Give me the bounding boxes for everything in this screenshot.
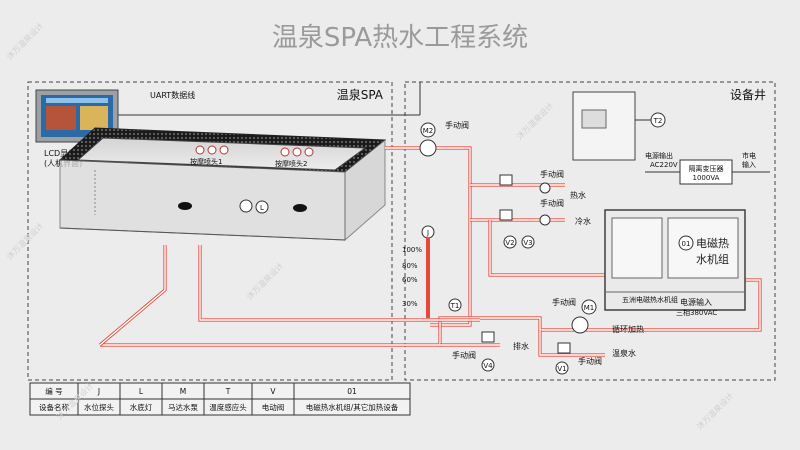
heater-plate: 五洲电磁热水机组 <box>622 295 678 304</box>
legend-code-2: L <box>139 387 144 396</box>
valve-cold-actuator <box>499 209 513 221</box>
watermark-text: 沐万温泉设计 <box>4 220 45 261</box>
power-in-label1: 电源输入 <box>680 297 712 307</box>
spring-water-label: 温泉水 <box>612 348 636 358</box>
legend-code-6: 01 <box>347 387 357 396</box>
legend-header-name: 设备名称 <box>39 402 69 412</box>
valve-v1-actuator <box>557 342 571 354</box>
legend-code-1: J <box>97 387 100 396</box>
legend-header-code: 编 号 <box>45 386 62 396</box>
lcd-display <box>35 89 119 143</box>
control-box-panel <box>581 109 607 129</box>
symbol-J-text: J <box>426 229 429 237</box>
legend-name-2: 水底灯 <box>130 402 153 412</box>
symbol-V4-text: V4 <box>483 362 493 370</box>
valve-m2-label: 手动阀 <box>445 120 469 130</box>
mains-label1: 市电 <box>742 151 756 160</box>
symbol-heater-text: 01 <box>682 240 691 248</box>
valve-v4-label: 手动阀 <box>452 350 476 360</box>
power-in-label2: 三相380VAC <box>676 308 717 317</box>
level-80: 80% <box>402 262 418 270</box>
legend-code-4: T <box>225 387 231 396</box>
symbol-V3-text: V3 <box>523 239 532 247</box>
level-60: 60% <box>402 276 418 284</box>
jet1-label: 按摩喷头1 <box>190 157 222 166</box>
symbol-heater <box>678 235 694 251</box>
symbol-V2-text: V2 <box>505 239 514 247</box>
legend-name-5: 电动阀 <box>262 402 285 412</box>
pump-m2 <box>419 139 437 157</box>
heater-unit <box>604 209 746 311</box>
uart-label: UART数据线 <box>150 90 195 100</box>
valve-cold-label: 手动阀 <box>540 198 564 208</box>
pool-outlet-left <box>178 202 192 210</box>
spa-zone-border <box>27 81 393 381</box>
symbol-V1 <box>555 361 569 375</box>
symbol-V4 <box>481 358 495 372</box>
spa-pool <box>58 127 387 242</box>
equipment-zone-border <box>404 81 776 381</box>
symbol-V3 <box>521 235 535 249</box>
pump-m1 <box>571 316 589 334</box>
pool-outlet-right <box>293 204 307 212</box>
symbol-M1 <box>581 299 597 315</box>
drain-label: 排水 <box>513 341 529 351</box>
symbol-M2 <box>420 122 436 138</box>
symbol-T2-text: T2 <box>653 117 663 125</box>
symbol-L <box>255 200 269 214</box>
underwater-light <box>239 199 253 213</box>
cold-water-label: 冷水 <box>575 216 591 226</box>
symbol-M1-text: M1 <box>584 304 595 312</box>
legend-name-1: 水位探头 <box>84 402 114 412</box>
symbol-T1-text: T1 <box>450 302 460 310</box>
zone-equipment-label: 设备井 <box>730 88 766 102</box>
isolation-transformer <box>679 159 733 185</box>
level-30: 30% <box>402 300 418 308</box>
valve-hot <box>539 182 551 194</box>
symbol-V1-text: V1 <box>557 365 566 373</box>
transformer-label1: 隔离变压器 <box>689 164 724 173</box>
symbol-T1 <box>448 298 462 312</box>
legend-name-4: 温度感应头 <box>209 402 247 412</box>
zone-spa-label: 温泉SPA <box>337 88 384 102</box>
transformer-label2: 1000VA <box>693 174 720 182</box>
massage-jet-1 <box>195 145 229 155</box>
watermark-text: 沐万温泉设计 <box>694 390 735 431</box>
heater-label2: 水机组 <box>696 252 729 266</box>
jet2-label: 按摩喷头2 <box>275 159 307 168</box>
legend-name-3: 马达水泵 <box>168 402 198 412</box>
ac220-label: AC220V <box>650 161 678 169</box>
symbol-L-text: L <box>260 204 264 212</box>
legend-name-6: 电磁热水机组/其它加热设备 <box>306 402 399 412</box>
legend-code-5: V <box>270 387 276 396</box>
watermark-text: 沐万温泉设计 <box>244 260 285 301</box>
valve-m1-label: 手动阀 <box>552 297 576 307</box>
valve-hot-actuator <box>499 174 513 186</box>
legend-table <box>29 382 411 416</box>
valve-cold <box>539 214 551 226</box>
lcd-label-line1: LCD显示屏 <box>44 149 84 158</box>
watermark-text: 沐万温泉设计 <box>4 20 45 61</box>
heater-label1: 电磁热 <box>696 237 729 250</box>
circulation-label: 循环加热 <box>612 324 644 334</box>
level-100: 100% <box>402 246 422 254</box>
hot-water-label: 热水 <box>570 190 586 200</box>
valve-v1-label: 手动阀 <box>578 356 602 366</box>
power-out-label: 电源输出 <box>645 151 673 160</box>
massage-jet-2 <box>280 147 314 157</box>
legend-code-3: M <box>180 387 186 396</box>
watermark-text: 沐万温泉设计 <box>514 100 555 141</box>
symbol-M2-text: M2 <box>423 127 434 135</box>
valve-v4-actuator <box>481 331 495 343</box>
valve-hot-label: 手动阀 <box>540 169 564 179</box>
mains-label2: 输入 <box>742 160 756 169</box>
diagram-title: 温泉SPA热水工程系统 <box>272 23 528 53</box>
symbol-V2 <box>503 235 517 249</box>
